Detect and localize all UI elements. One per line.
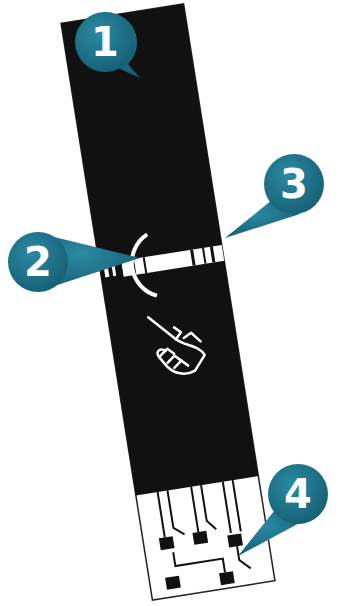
callout-markers [8,12,328,556]
callout-number: 3 [280,164,308,204]
callout-number: 1 [91,22,119,62]
callout-number: 4 [284,474,312,514]
callout-number: 2 [24,242,52,282]
